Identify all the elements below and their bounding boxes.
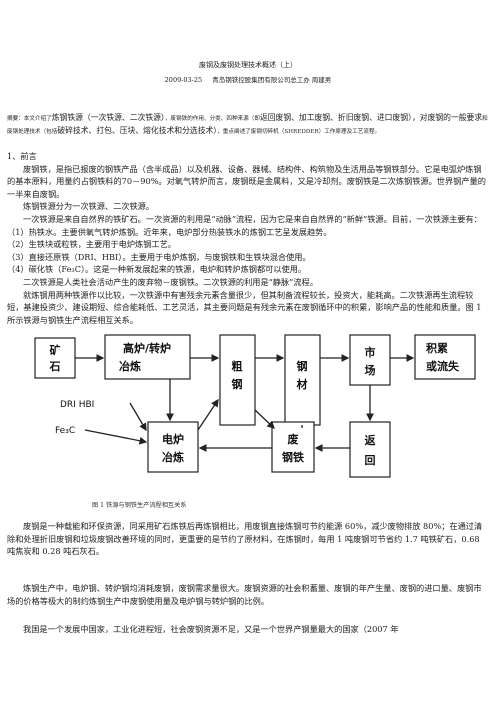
paragraph: 二次铁源是人类社会活动产生的废弃物－废钢铁。二次铁源的利用是“静脉”流程。	[23, 276, 318, 287]
paragraph: 我国是一个发展中国家，工业化进程短，社会废钢资源不足，又是一个世界产钢量最大的国…	[23, 624, 399, 634]
abstract: 摘要：本文介绍了炼钢铁源（一次铁源、二次铁源），废钢铁的作用、分类、四种来源（即…	[7, 112, 489, 138]
label-scrap: 废	[288, 432, 299, 446]
paragraph: 废钢铁，是指已报废的钢铁产品（含半成品）以及机器、设备、器械、结构件、构筑物及生…	[7, 163, 486, 199]
label-blast-furnace: 冶炼	[119, 359, 141, 373]
arrow-crude-scrap	[254, 409, 275, 429]
section-intro: 1、前言 废钢铁，是指已报废的钢铁产品（含半成品）以及机器、设备、器械、结构件、…	[7, 150, 489, 326]
publish-date: 2009-03-25	[164, 76, 203, 84]
paragraph: 炼钢铁源分为一次铁源、二次铁源。	[23, 201, 155, 212]
paragraph: 炼钢生产中，电炉钢、转炉钢均消耗废钢，废钢需求量很大。废钢资源的社会积蓄量、废钢…	[7, 583, 482, 606]
box-blast-furnace	[104, 334, 191, 380]
article-title: 废钢及废钢处理技术概述（上）	[199, 61, 297, 69]
section-china: 我国是一个发展中国家，工业化进程短，社会废钢资源不足，又是一个世界产钢量最大的国…	[7, 623, 489, 636]
label-ore: 石	[49, 360, 61, 373]
paragraph: 废钢是一种载能和环保资源，同采用矿石炼铁后再炼钢相比，用废钢直接炼钢可节约能源 …	[7, 521, 483, 557]
section-scrap-demand: 炼钢生产中，电炉钢、转炉钢均消耗废钢，废钢需求量很大。废钢资源的社会积蓄量、废钢…	[7, 582, 489, 607]
label-eaf: 电炉	[162, 432, 184, 446]
iron-source-flow-diagram: 矿 石 高炉/转炉 冶炼 粗 钢 钢 材 市 场 积累 或流失 电炉 冶炼 废 …	[34, 334, 476, 478]
arrow-dri-eaf	[129, 402, 147, 432]
label-market: 场	[365, 363, 376, 377]
box-return	[349, 421, 391, 478]
label-crude-steel: 钢	[232, 377, 243, 391]
label-return: 返	[365, 433, 376, 447]
label-market: 市	[365, 345, 376, 359]
list-item: （2）生铁块或粒铁，主要用于电炉炼钢工艺。	[7, 239, 176, 250]
label-blast-furnace: 高炉/转炉	[123, 341, 171, 355]
label-return: 回	[365, 453, 376, 467]
box-eaf	[147, 421, 199, 473]
box-scrap	[271, 421, 315, 473]
arrow-eaf-crude	[197, 398, 219, 431]
box-steel-product	[284, 334, 321, 426]
label-eaf: 冶炼	[162, 450, 184, 464]
box-accumulate	[414, 334, 476, 380]
label-ore: 矿	[50, 343, 61, 357]
arrow-fe3c-eaf	[84, 429, 148, 445]
label-accumulate: 积累	[426, 341, 448, 355]
box-crude-steel	[219, 334, 256, 426]
list-item: （1）热铁水。主要供氧气转炉炼钢。近年来，电炉部分热装铁水的炼钢工艺呈发展趋势。	[7, 226, 332, 237]
label-crude-steel: 粗	[232, 359, 243, 373]
section-heading: 1、前言	[7, 151, 37, 161]
box-ore	[34, 337, 76, 379]
label-steel-product: 钢	[297, 359, 308, 373]
label-scrap: 钢铁	[282, 450, 304, 464]
list-item: （4）碳化铁（Fe₃C）。这是一种新发展起来的铁源，电炉和转炉炼钢都可以使用。	[7, 264, 307, 275]
paragraph: 就炼钢用两种铁源作以比较，一次铁源中有害残余元素含量很少，但其制备流程较长，投资…	[7, 289, 482, 325]
label-accumulate: 或流失	[426, 359, 460, 373]
paragraph: 一次铁源是来自自然界的铁矿石。一次资源的利用是“动脉”流程，因为它是来自自然界的…	[23, 213, 482, 224]
author-line: 青岛钢铁控股集团有限公司总工办 周建男	[212, 76, 332, 84]
list-item: （3）直接还原铁（DRI、HBI）。主要用于电炉炼钢，与废钢铁和生铁块混合使用。	[7, 251, 311, 262]
section-scrap-value: 废钢是一种载能和环保资源，同采用矿石炼铁后再炼钢相比，用废钢直接炼钢可节约能源 …	[7, 520, 489, 558]
label-dri-hbi: DRI HBI	[60, 400, 94, 410]
figure-caption: 图 1 铁源与钢铁生产流程相互关系	[92, 502, 187, 509]
box-market	[349, 334, 391, 386]
label-fe3c: Fe₃C	[55, 426, 75, 436]
abstract-text: 摘要：本文介绍了炼钢铁源（一次铁源、二次铁源），废钢铁的作用、分类、四种来源（即…	[7, 113, 488, 135]
label-steel-product: 材	[297, 377, 308, 391]
article-meta: 2009-03-25 青岛钢铁控股集团有限公司总工办 周建男	[0, 74, 496, 84]
